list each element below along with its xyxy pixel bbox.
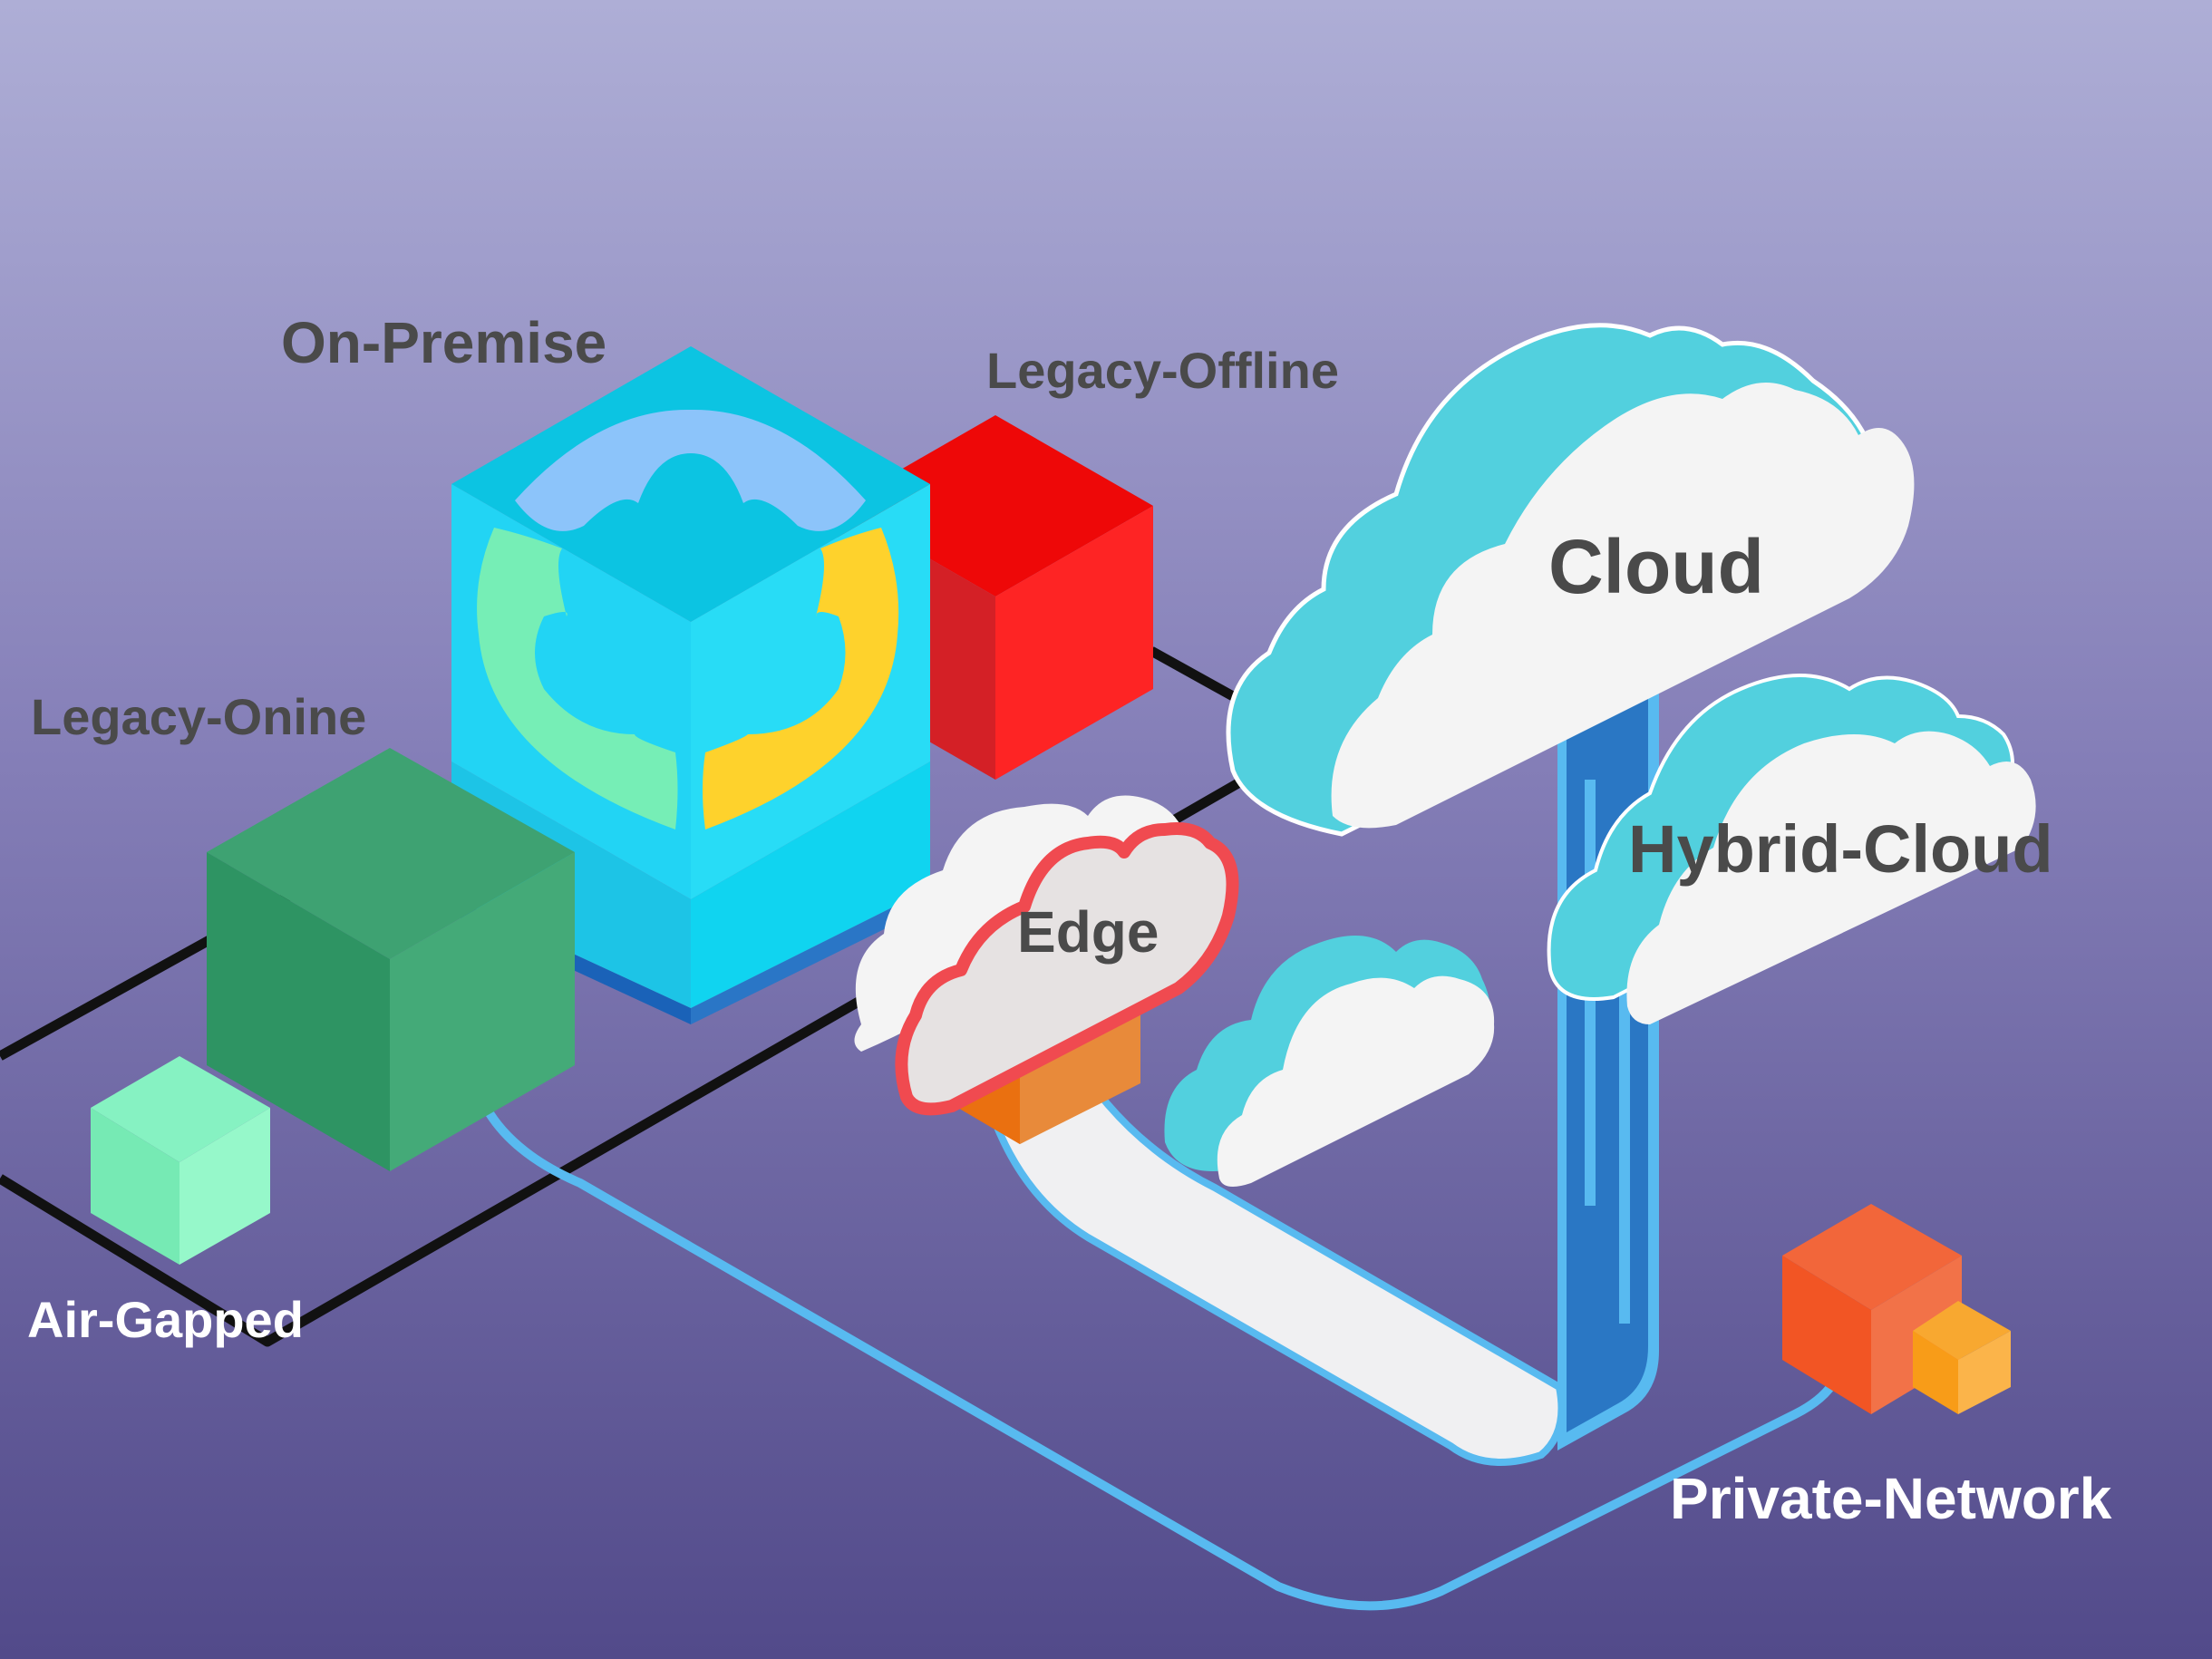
label-private-network: Private-Network xyxy=(1670,1466,2112,1531)
edge-node xyxy=(854,795,1239,1144)
label-legacy-offline: Legacy-Offline xyxy=(986,342,1339,399)
legacy-online-cube xyxy=(207,748,575,1171)
edge-tube xyxy=(975,1048,1566,1466)
label-legacy-online: Legacy-Onine xyxy=(31,688,366,745)
label-on-premise: On-Premise xyxy=(281,310,606,375)
air-gapped-cube xyxy=(91,1056,270,1265)
label-air-gapped: Air-Gapped xyxy=(27,1291,304,1348)
cloud-shape xyxy=(1226,323,1915,837)
hybrid-cloud-shape xyxy=(1547,674,2036,1024)
label-hybrid-cloud: Hybrid-Cloud xyxy=(1628,811,2053,887)
on-premise-logo xyxy=(477,409,899,830)
network-loop-line xyxy=(485,1109,1845,1611)
label-cloud: Cloud xyxy=(1548,524,1764,609)
private-network-cubes xyxy=(1782,1204,2011,1414)
label-edge: Edge xyxy=(1017,899,1159,965)
small-cloud xyxy=(1164,936,1495,1187)
